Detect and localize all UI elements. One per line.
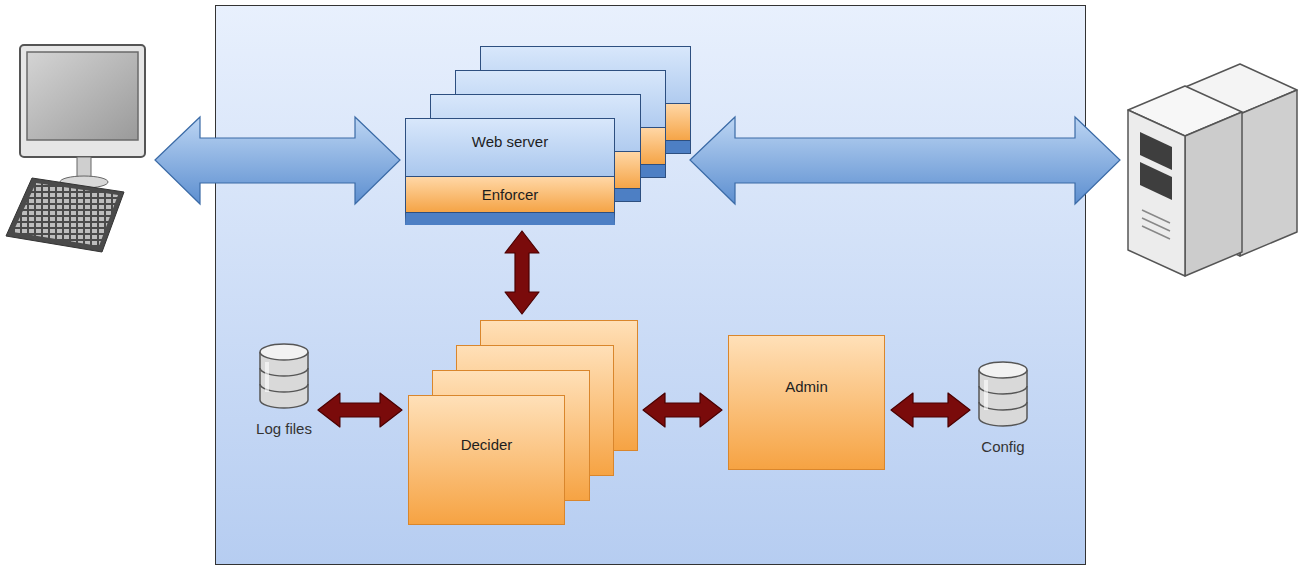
database-icon: Config — [976, 360, 1030, 456]
connector-arrow — [505, 231, 539, 314]
node-label: Enforcer — [482, 186, 539, 204]
database-cylinder — [976, 360, 1030, 430]
connector-arrow — [891, 393, 970, 427]
backend-servers — [1128, 64, 1297, 276]
node-label: Decider — [461, 436, 513, 454]
decider-box: Decider — [408, 395, 565, 525]
node-label: Admin — [785, 378, 828, 396]
system-panel — [216, 6, 1086, 565]
database-icon: Log files — [256, 342, 312, 438]
node-label: Log files — [256, 420, 312, 438]
node-label: Config — [981, 438, 1024, 456]
node-label: Web server — [472, 119, 548, 151]
database-cylinder — [257, 342, 311, 412]
connector-arrow — [318, 393, 402, 427]
client-arrow — [155, 117, 400, 204]
connector-arrow — [643, 393, 722, 427]
client-computer — [6, 45, 145, 252]
backend-arrow — [690, 117, 1120, 204]
enforcer-band: Enforcer — [406, 176, 614, 213]
web-server-box: Web serverEnforcer — [405, 118, 615, 225]
admin-box: Admin — [728, 335, 885, 470]
